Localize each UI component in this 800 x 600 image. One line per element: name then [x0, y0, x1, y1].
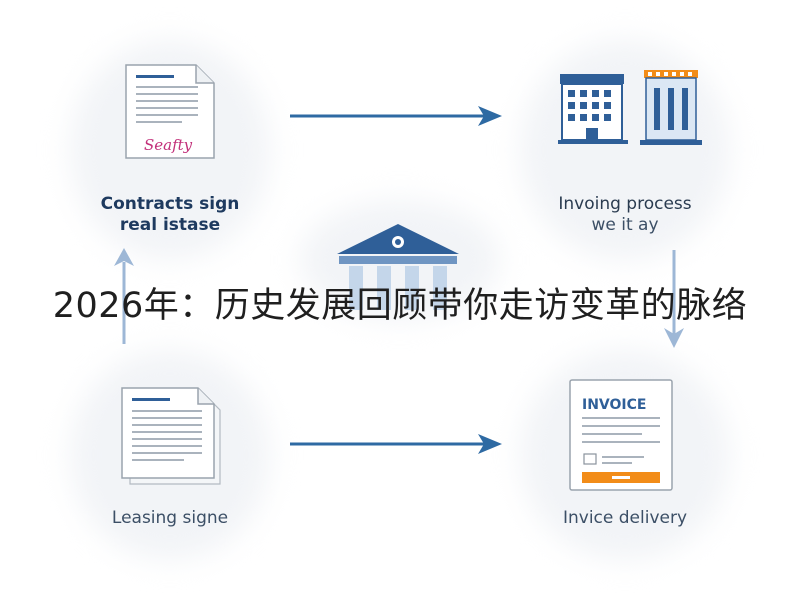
- invoice-delivery-label: Invice delivery: [520, 508, 730, 529]
- invoicing-label: Invoing process we it ay: [520, 194, 730, 236]
- office-buildings-icon: [558, 68, 703, 150]
- overlay-title: 2026年：历史发展回顾带你走访变革的脉络: [52, 286, 748, 326]
- invoicing-label-line1: Invoing process: [558, 194, 692, 214]
- invoice-delivery-label-line1: Invice delivery: [562, 508, 688, 528]
- lease-document-icon: [118, 386, 226, 486]
- contracts-label: Contracts sign real istase: [60, 194, 280, 236]
- leasing-label: Leasing signe: [70, 508, 270, 529]
- arrow-down-right: [662, 248, 686, 350]
- bank-icon: [333, 222, 463, 312]
- arrow-right-top: [288, 104, 504, 128]
- arrow-right-bottom: [288, 432, 504, 456]
- contract-document-icon: Seafty: [120, 62, 220, 162]
- invoicing-label-line2: we it ay: [591, 215, 659, 235]
- contracts-label-line2: real istase: [119, 215, 221, 235]
- invoice-document-icon: INVOICE: [568, 378, 674, 492]
- contracts-label-line1: Contracts sign: [100, 194, 240, 214]
- invoice-heading: INVOICE: [582, 397, 646, 413]
- signature-text: Seafty: [144, 136, 193, 154]
- arrow-up-left: [112, 246, 136, 346]
- leasing-label-line1: Leasing signe: [111, 508, 229, 528]
